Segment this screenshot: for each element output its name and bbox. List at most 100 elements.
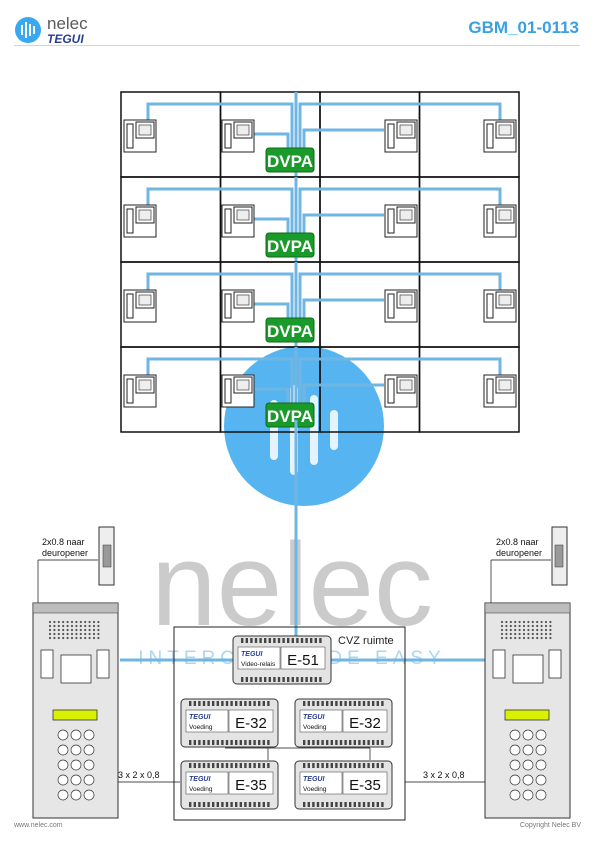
monitor-icon xyxy=(483,374,517,408)
keypad-key xyxy=(70,759,82,771)
keypad-key xyxy=(522,774,534,786)
keypad-key xyxy=(535,729,547,741)
module-brand: TEGUI xyxy=(189,776,211,783)
dvpa-label: DVPA xyxy=(267,322,313,341)
module-code: E-32 xyxy=(235,715,267,732)
watermark-text: nelec xyxy=(151,519,433,651)
brand-name-tegui: TEGUI xyxy=(47,32,84,46)
call-button xyxy=(492,649,506,679)
module-code: E-35 xyxy=(235,777,267,794)
monitor-icon xyxy=(123,119,157,153)
keypad-key xyxy=(70,789,82,801)
camera-window xyxy=(512,654,544,684)
cable xyxy=(252,132,290,152)
keypad-key xyxy=(83,789,95,801)
keypad-key xyxy=(70,729,82,741)
door-panel-details-left xyxy=(40,620,110,801)
door-right-opener-label-2: deuropener xyxy=(496,548,542,558)
lcd-display xyxy=(52,709,98,721)
footer-copyright: Copyright Nelec BV xyxy=(519,822,581,829)
cable xyxy=(302,298,384,322)
module-brand: TEGUI xyxy=(303,714,325,721)
cable xyxy=(146,102,294,152)
keypad-key xyxy=(57,789,69,801)
monitor-icon xyxy=(483,289,517,323)
monitor-icon xyxy=(221,204,255,238)
cvz-module: TEGUI Voeding E-35 xyxy=(294,760,393,810)
brand-logo: nelec TEGUI xyxy=(14,12,124,48)
door-right-opener-label-1: 2x0.8 naar xyxy=(496,537,539,547)
monitor-icon xyxy=(123,374,157,408)
cable xyxy=(146,272,294,322)
monitor-icon xyxy=(221,119,255,153)
dvpa-distributor xyxy=(265,147,315,173)
monitor-icon xyxy=(384,289,418,323)
brand-name-nelec: nelec xyxy=(47,14,88,33)
monitor-icon xyxy=(384,204,418,238)
module-subtitle: Voeding xyxy=(189,786,213,793)
nelec-badge-icon xyxy=(15,17,41,43)
keypad-key xyxy=(57,759,69,771)
keypad-key xyxy=(535,759,547,771)
door-right-cable-label: 3 x 2 x 0,8 xyxy=(423,770,465,780)
module-code: E-32 xyxy=(349,715,381,732)
door-left-opener-label-2: deuropener xyxy=(42,548,88,558)
keypad-key xyxy=(522,744,534,756)
module-brand: TEGUI xyxy=(241,651,263,658)
keypad-key xyxy=(509,744,521,756)
call-button xyxy=(96,649,110,679)
module-brand: TEGUI xyxy=(189,714,211,721)
cable xyxy=(302,128,384,152)
header-divider xyxy=(14,45,580,46)
cable xyxy=(298,187,502,237)
keypad-key xyxy=(83,729,95,741)
camera-window xyxy=(60,654,92,684)
cable xyxy=(252,217,290,237)
module-subtitle: Voeding xyxy=(303,724,327,731)
door-left-cable-label: 3 x 2 x 0,8 xyxy=(118,770,160,780)
dvpa-distributor xyxy=(265,402,315,428)
keypad-key xyxy=(522,729,534,741)
cable xyxy=(302,213,384,237)
cable xyxy=(252,302,290,322)
monitor-icon xyxy=(123,289,157,323)
monitor-icon xyxy=(221,289,255,323)
monitor-icon xyxy=(483,204,517,238)
cable xyxy=(298,102,502,152)
building-grid: DVPA DVPA DVPA DVPA xyxy=(120,91,520,433)
door-panel-details-right xyxy=(492,620,562,801)
keypad-key xyxy=(57,744,69,756)
dvpa-label: DVPA xyxy=(267,407,313,426)
keypad-key xyxy=(509,789,521,801)
cvz-room-label: CVZ ruimte xyxy=(338,635,394,647)
keypad-key xyxy=(535,774,547,786)
module-code: E-35 xyxy=(349,777,381,794)
keypad-key xyxy=(70,774,82,786)
keypad-key xyxy=(57,774,69,786)
cable xyxy=(146,187,294,237)
monitor-icon xyxy=(384,119,418,153)
keypad-key xyxy=(509,774,521,786)
dvpa-distributor xyxy=(265,232,315,258)
module-brand: TEGUI xyxy=(303,776,325,783)
cable xyxy=(298,357,502,407)
keypad-key xyxy=(83,759,95,771)
document-code: GBM_01-0113 xyxy=(468,18,579,37)
dvpa-label: DVPA xyxy=(267,152,313,171)
monitor-icon xyxy=(483,119,517,153)
cable xyxy=(146,357,294,407)
dvpa-label: DVPA xyxy=(267,237,313,256)
module-subtitle: Voeding xyxy=(303,786,327,793)
call-button xyxy=(40,649,54,679)
cable xyxy=(302,383,384,407)
monitor-icon xyxy=(384,374,418,408)
keypad-key xyxy=(509,729,521,741)
door-left-opener-label-1: 2x0.8 naar xyxy=(42,537,85,547)
keypad-key xyxy=(83,774,95,786)
monitor-icon xyxy=(221,374,255,408)
keypad-key xyxy=(522,789,534,801)
cvz-module: TEGUI Voeding E-32 xyxy=(294,698,393,748)
